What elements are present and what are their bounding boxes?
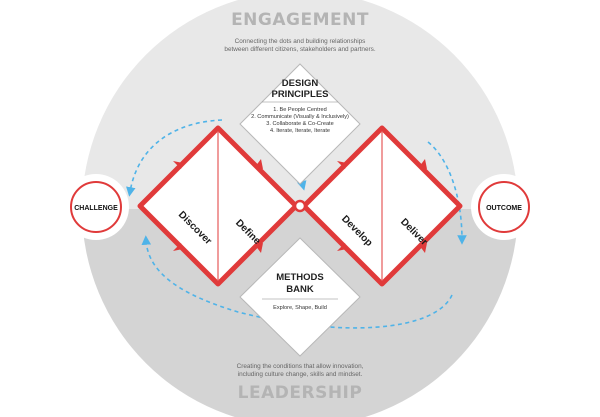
design-principle-item-3: 3. Collaborate & Co-Create — [266, 121, 333, 127]
leadership-description-line-1: Creating the conditions that allow innov… — [237, 363, 364, 370]
methods-bank-title-line-2: BANK — [286, 284, 314, 295]
feedback-arrow-right — [427, 141, 467, 245]
methods-bank-box — [239, 237, 361, 357]
leadership-title: LEADERSHIP — [238, 383, 363, 403]
design-principles-title-line-1: DESIGN — [282, 78, 319, 89]
engagement-description-line-2: between different citizens, stakeholders… — [224, 46, 375, 53]
red-arrowhead-discover-top — [173, 161, 183, 169]
feedback-arrow-top-left — [126, 119, 223, 197]
red-arrowhead-deliver-bottom — [419, 243, 427, 253]
engagement-title: ENGAGEMENT — [231, 10, 369, 30]
red-arrowhead-define-bottom — [255, 243, 263, 253]
challenge-label: CHALLENGE — [74, 205, 118, 212]
outcome-label: OUTCOME — [486, 205, 522, 212]
design-principles-box — [239, 63, 361, 185]
leadership-description-line-2: including culture change, skills and min… — [238, 371, 363, 378]
engagement-description-line-1: Connecting the dots and building relatio… — [235, 38, 366, 45]
feedback-arrow-bottom — [141, 235, 453, 329]
methods-bank-title-line-1: METHODS — [276, 272, 324, 283]
red-arrowhead-develop-top — [337, 161, 347, 169]
red-arrowhead-develop-bottom — [337, 243, 347, 251]
red-arrowhead-deliver-top — [419, 159, 427, 169]
center-junction-node — [293, 199, 307, 213]
design-principles-title-line-2: PRINCIPLES — [271, 89, 328, 100]
design-principle-item-4: 4. Iterate, Iterate, Iterate — [270, 128, 330, 134]
challenge-ring — [70, 181, 122, 233]
red-arrowhead-define-top — [255, 159, 263, 169]
outcome-ring — [478, 181, 530, 233]
design-principle-item-1: 1. Be People Centred — [273, 107, 327, 113]
design-principle-item-2: 2. Communicate (Visually & Inclusively) — [251, 114, 349, 120]
red-arrowhead-discover-bottom — [173, 243, 183, 251]
methods-bank-item-1: Explore, Shape, Build — [273, 305, 327, 311]
